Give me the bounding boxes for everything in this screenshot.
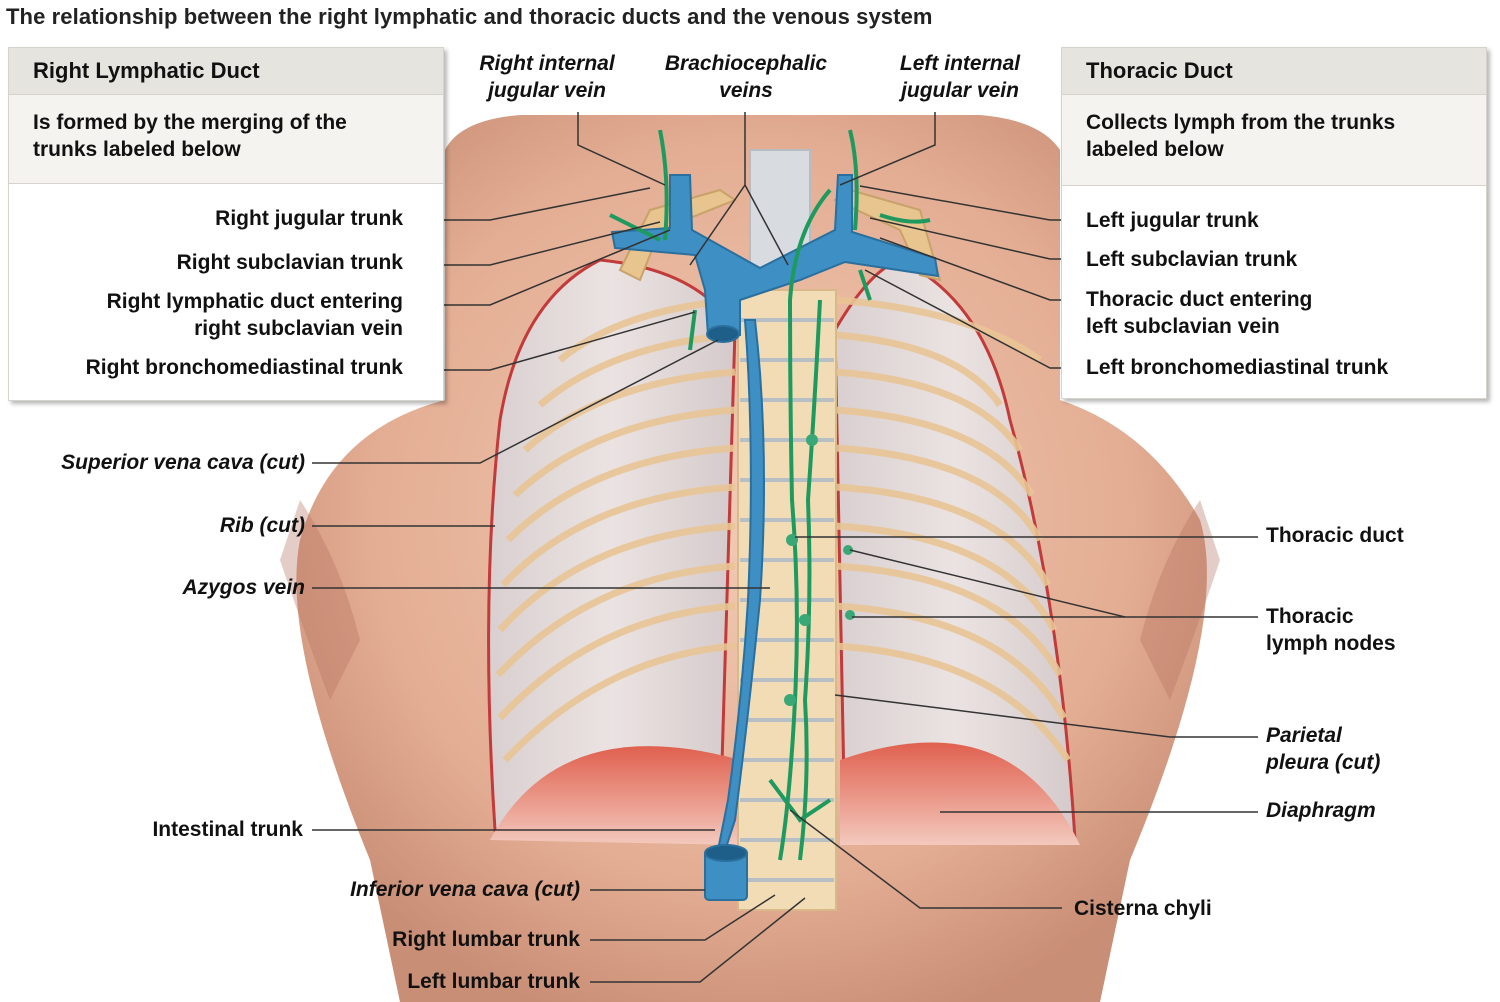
label-superior-vena-cava: Superior vena cava (cut) <box>61 451 305 474</box>
label-parietal-pleura-line-1: Parietal <box>1266 724 1342 747</box>
ribs <box>495 296 1071 763</box>
label-brachiocephalic-line-1: Brachiocephalic <box>664 52 828 75</box>
veins <box>610 174 940 901</box>
label-right-lymphatic-duct-entering: Right lymphatic duct entering right subc… <box>20 288 403 342</box>
armpit-shadow-left <box>280 500 360 700</box>
thoracic-duct-box: Thoracic Duct Collects lymph from the tr… <box>1061 47 1487 399</box>
right-lung-cavity <box>487 258 737 832</box>
label-rib-cut: Rib (cut) <box>219 514 305 537</box>
label-intestinal-trunk: Intestinal trunk <box>152 818 303 841</box>
right-lymphatic-desc-line-2: trunks labeled below <box>33 138 241 161</box>
right-lymphatic-duct-description: Is formed by the merging of the trunks l… <box>9 94 443 184</box>
label-left-internal-jugular-vein: Left internal jugular vein <box>880 50 1040 104</box>
label-left-lumbar-trunk: Left lumbar trunk <box>407 970 580 993</box>
label-left-jugular-trunk: Left jugular trunk <box>1086 209 1259 232</box>
label-right-internal-jugular-line-2: jugular vein <box>488 79 606 102</box>
label-left-internal-jugular-line-2: jugular vein <box>901 79 1019 102</box>
label-right-internal-jugular-line-1: Right internal <box>479 52 615 75</box>
label-brachiocephalic-veins: Brachiocephalic veins <box>646 50 846 104</box>
label-parietal-pleura-line-2: pleura (cut) <box>1266 751 1381 774</box>
page-title: The relationship between the right lymph… <box>6 4 933 29</box>
label-right-lumbar-trunk: Right lumbar trunk <box>392 928 580 951</box>
thoracic-desc-line-2: labeled below <box>1086 138 1224 161</box>
label-cisterna-chyli: Cisterna chyli <box>1074 897 1212 920</box>
armpit-shadow-right <box>1140 500 1220 700</box>
label-brachiocephalic-line-2: veins <box>719 79 773 102</box>
thoracic-desc-line-1: Collects lymph from the trunks <box>1086 111 1396 134</box>
label-thoracic-entering-line-2: left subclavian vein <box>1086 315 1280 338</box>
label-diaphragm: Diaphragm <box>1266 799 1376 822</box>
label-right-subclavian-trunk: Right subclavian trunk <box>176 251 403 274</box>
label-thoracic-lymph-nodes: Thoracic lymph nodes <box>1266 603 1396 657</box>
label-right-lymphatic-entering-line-2: right subclavian vein <box>194 317 403 340</box>
label-right-internal-jugular-vein: Right internal jugular vein <box>462 50 632 104</box>
label-left-bronchomediastinal-trunk: Left bronchomediastinal trunk <box>1086 356 1389 379</box>
right-lymphatic-desc-line-1: Is formed by the merging of the <box>33 111 347 134</box>
right-lymphatic-duct-header: Right Lymphatic Duct <box>9 48 443 94</box>
label-left-subclavian-trunk: Left subclavian trunk <box>1086 248 1298 271</box>
label-left-internal-jugular-line-1: Left internal <box>899 52 1021 75</box>
label-inferior-vena-cava: Inferior vena cava (cut) <box>350 878 580 901</box>
thoracic-duct-description: Collects lymph from the trunks labeled b… <box>1062 94 1486 186</box>
lymph-vessels <box>609 129 931 861</box>
label-thoracic-lymph-nodes-line-2: lymph nodes <box>1266 632 1396 655</box>
diaphragm-left <box>490 746 740 845</box>
label-thoracic-duct-entering: Thoracic duct entering left subclavian v… <box>1086 286 1312 340</box>
label-right-lymphatic-entering-line-1: Right lymphatic duct entering <box>106 290 403 313</box>
right-lymphatic-duct-box: Right Lymphatic Duct Is formed by the me… <box>8 47 444 401</box>
label-right-bronchomediastinal-trunk: Right bronchomediastinal trunk <box>85 356 403 379</box>
diaphragm-right <box>840 742 1080 845</box>
label-right-jugular-trunk: Right jugular trunk <box>215 207 403 230</box>
label-thoracic-entering-line-1: Thoracic duct entering <box>1086 288 1313 311</box>
label-thoracic-duct: Thoracic duct <box>1266 524 1404 547</box>
label-thoracic-lymph-nodes-line-1: Thoracic <box>1266 605 1354 628</box>
label-azygos-vein: Azygos vein <box>182 576 305 599</box>
label-parietal-pleura: Parietal pleura (cut) <box>1266 722 1380 776</box>
thoracic-duct-header: Thoracic Duct <box>1062 48 1486 94</box>
